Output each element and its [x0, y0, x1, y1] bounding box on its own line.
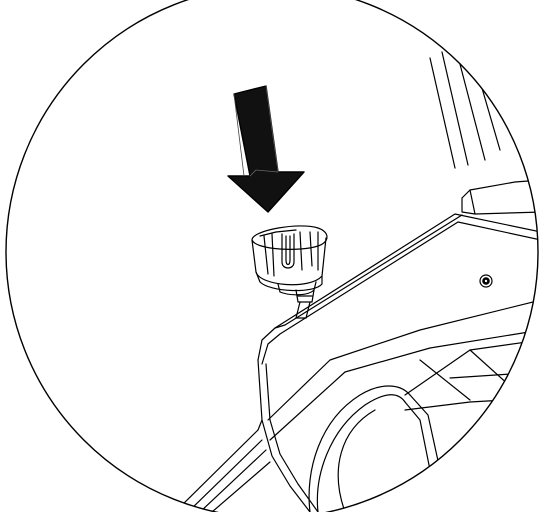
knob-threaded-shaft — [295, 289, 315, 319]
push-down-arrow-icon — [227, 85, 305, 213]
crank-opening — [308, 385, 441, 512]
adjustment-knob — [251, 225, 328, 296]
frame-lower-tube — [174, 419, 271, 512]
callout-circle-border — [5, 0, 539, 512]
frame-side-cover — [257, 213, 538, 512]
cover-screw — [479, 274, 493, 288]
